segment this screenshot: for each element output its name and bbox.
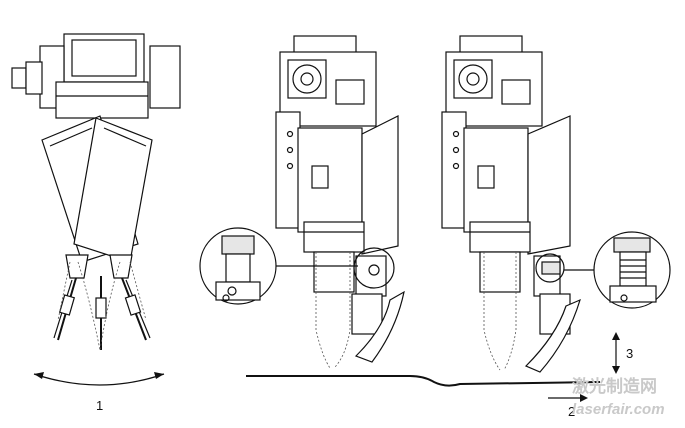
middle-detail-magnifier <box>199 227 395 305</box>
right-nozzle <box>121 277 151 341</box>
left-nozzle <box>53 277 77 341</box>
watermark-chinese: 激光制造网 <box>572 376 657 397</box>
watermark-site: laserfair.com <box>572 401 665 418</box>
vertical-travel-arrow: 3 <box>612 332 633 374</box>
middle-welding-head <box>199 35 405 369</box>
workpiece-surface <box>246 375 601 387</box>
horizontal-travel-arrow: 2 <box>548 394 588 419</box>
swivel-arc <box>33 373 165 386</box>
callout-2: 2 <box>568 404 575 419</box>
callout-3: 3 <box>626 346 633 361</box>
center-nozzle <box>95 276 107 350</box>
left-swivel-head: 1 <box>11 33 181 413</box>
right-detail-magnifier <box>535 231 671 309</box>
callout-1: 1 <box>96 398 103 413</box>
right-welding-head <box>441 35 671 373</box>
